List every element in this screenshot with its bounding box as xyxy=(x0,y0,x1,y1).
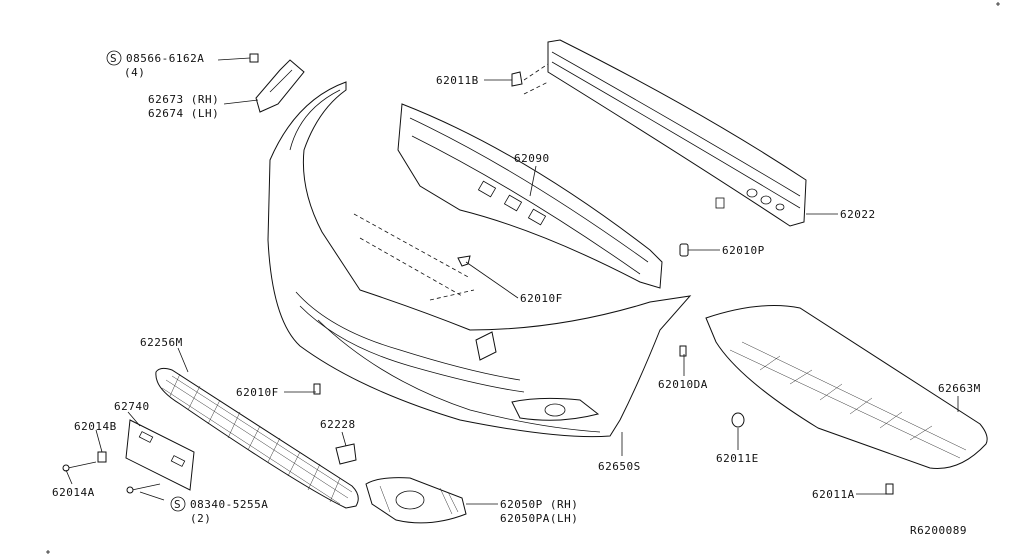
label-62050PA-lh[interactable]: 62050PA(LH) xyxy=(500,512,578,525)
clip-62011A xyxy=(885,483,894,495)
screw-08340 xyxy=(126,483,161,494)
fog-lamp-finisher-62050P xyxy=(365,477,467,524)
label-62011A[interactable]: 62011A xyxy=(812,488,855,501)
clip-62010DA xyxy=(679,345,687,357)
s-symbol-1: S xyxy=(106,50,122,66)
corner-mark-bottom xyxy=(46,550,50,554)
clip-62011B xyxy=(511,71,523,87)
license-plate-bracket-62740 xyxy=(125,419,195,491)
label-62022[interactable]: 62022 xyxy=(840,208,876,221)
s-symbol-text: S xyxy=(110,52,117,65)
label-62050P-rh[interactable]: 62050P (RH) xyxy=(500,498,578,511)
label-62010F-top[interactable]: 62010F xyxy=(520,292,563,305)
front-bumper-fascia-62650S xyxy=(267,81,692,438)
screw-62014A xyxy=(62,461,97,472)
label-62090[interactable]: 62090 xyxy=(514,152,550,165)
label-qty-2: (2) xyxy=(190,512,211,525)
label-62010DA[interactable]: 62010DA xyxy=(658,378,708,391)
lower-grille-62256M xyxy=(155,367,359,509)
label-62674-lh[interactable]: 62674 (LH) xyxy=(148,107,219,120)
label-62014B[interactable]: 62014B xyxy=(74,420,117,433)
label-62010F-left[interactable]: 62010F xyxy=(236,386,279,399)
clip-62014B xyxy=(97,451,107,463)
clip-62011E xyxy=(731,412,745,428)
label-qty-4: (4) xyxy=(124,66,145,79)
label-62010P[interactable]: 62010P xyxy=(722,244,765,257)
bumper-reinforcement-62022 xyxy=(523,39,807,227)
label-08340-5255A[interactable]: 08340-5255A xyxy=(190,498,268,511)
screw-08566 xyxy=(249,53,259,63)
cap-62228 xyxy=(335,443,357,465)
clip-62010P xyxy=(679,243,689,257)
s-symbol-2: S xyxy=(170,496,186,512)
label-62663M[interactable]: 62663M xyxy=(938,382,981,395)
diagram-ref-code: R6200089 xyxy=(910,524,967,537)
label-62011E[interactable]: 62011E xyxy=(716,452,759,465)
label-62014A[interactable]: 62014A xyxy=(52,486,95,499)
label-62650S[interactable]: 62650S xyxy=(598,460,641,473)
leader-lines xyxy=(65,57,959,505)
clip-62010F-top xyxy=(457,255,471,267)
label-62673-rh[interactable]: 62673 (RH) xyxy=(148,93,219,106)
s-symbol-text: S xyxy=(174,498,181,511)
side-bracket-62673 xyxy=(255,59,305,113)
clip-62010F-left xyxy=(313,383,321,395)
corner-mark-top xyxy=(996,2,1000,6)
label-62228[interactable]: 62228 xyxy=(320,418,356,431)
label-08566-6162A[interactable]: 08566-6162A xyxy=(126,52,204,65)
engine-undercover-62663M xyxy=(705,305,988,469)
label-62256M[interactable]: 62256M xyxy=(140,336,183,349)
label-62740[interactable]: 62740 xyxy=(114,400,150,413)
label-62011B[interactable]: 62011B xyxy=(436,74,479,87)
